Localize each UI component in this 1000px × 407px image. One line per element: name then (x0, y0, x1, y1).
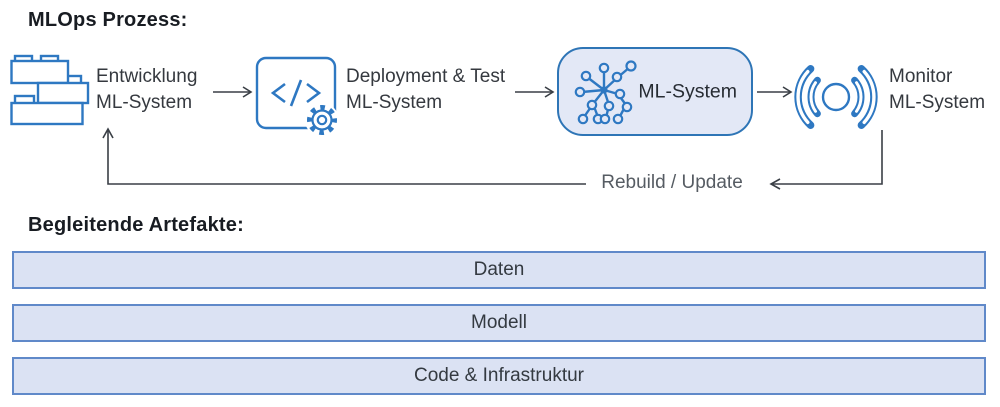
artifacts-heading: Begleitende Artefakte: (28, 214, 244, 236)
step-monitor-label: Monitor ML-System (889, 64, 985, 116)
code-gear-icon (255, 56, 339, 137)
arrow-right-icon (213, 86, 253, 98)
step-deployment-label: Deployment & Test ML-System (346, 64, 505, 116)
artifact-bar-daten: Daten (12, 251, 986, 289)
ml-system-label: ML-System (638, 80, 737, 102)
bricks-icon (10, 54, 90, 126)
step-deployment-line2: ML-System (346, 92, 443, 113)
artifact-bar-modell: Modell (12, 304, 986, 342)
ml-system-box: ML-System (557, 47, 753, 136)
step-deployment-line1: Deployment & Test (346, 66, 506, 87)
artifact-bar-code-infrastruktur-label: Code & Infrastruktur (413, 365, 585, 386)
artifact-bar-modell-label: Modell (471, 312, 527, 333)
artifact-bar-daten-label: Daten (473, 259, 525, 280)
network-icon (574, 60, 637, 125)
artifact-bar-code-infrastruktur: Code & Infrastruktur (12, 357, 986, 395)
rebuild-update-label: Rebuild / Update (601, 172, 743, 193)
arrow-right-icon (757, 86, 793, 98)
step-monitor-line1: Monitor (889, 66, 953, 87)
step-entwicklung-line2: ML-System (96, 92, 193, 113)
feedback-loop-arrow (102, 127, 883, 190)
step-monitor-line2: ML-System (889, 92, 986, 113)
step-entwicklung-line1: Entwicklung (96, 66, 198, 87)
process-heading: MLOps Prozess: (28, 9, 188, 31)
step-entwicklung-label: Entwicklung ML-System (96, 64, 197, 116)
broadcast-icon (794, 65, 878, 129)
arrow-right-icon (515, 86, 555, 98)
